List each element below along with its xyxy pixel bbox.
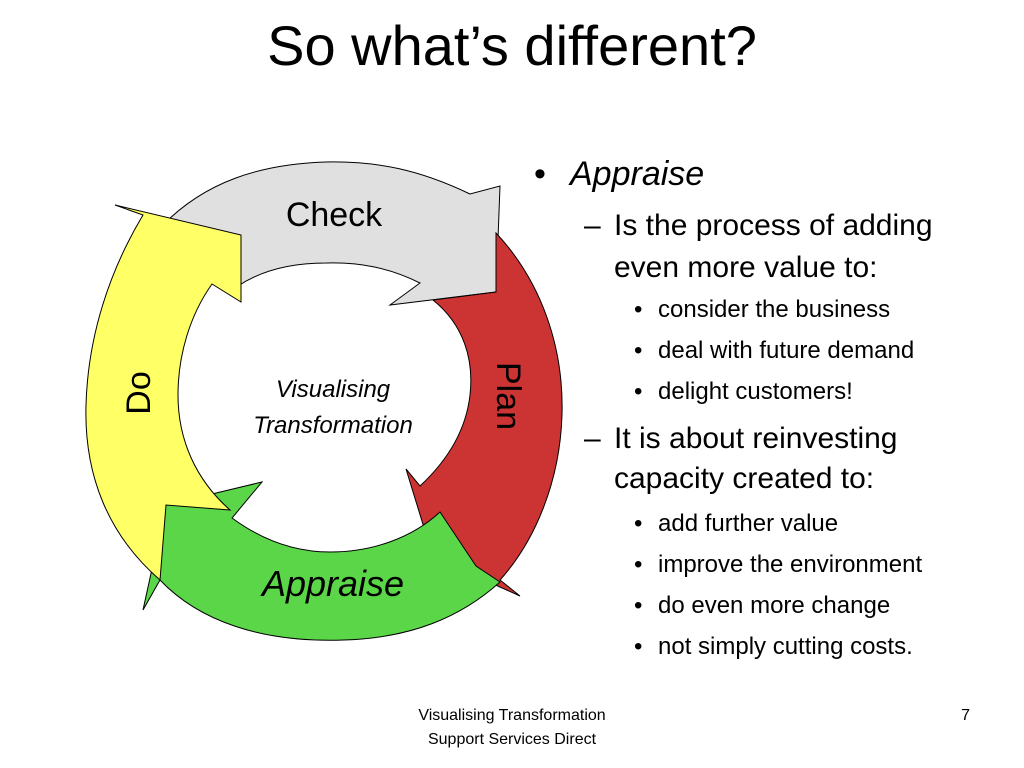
check-arrow — [162, 161, 501, 306]
center-label-line1: Visualising — [276, 376, 391, 403]
plan-label: Plan — [489, 362, 527, 430]
footer-line2: Support Services Direct — [427, 731, 597, 748]
appraise-label: Appraise — [260, 563, 404, 604]
check-label: Check — [286, 196, 383, 234]
page-number: 7 — [961, 707, 970, 724]
footer: Visualising Transformation Support Servi… — [376, 704, 648, 752]
do-arrow — [85, 204, 242, 582]
footer-line1: Visualising Transformation — [418, 707, 606, 724]
plan-arrow — [405, 231, 563, 597]
slide-title: So what’s different? — [267, 14, 757, 77]
do-label: Do — [120, 371, 158, 414]
center-label-line2: Transformation — [253, 412, 413, 439]
